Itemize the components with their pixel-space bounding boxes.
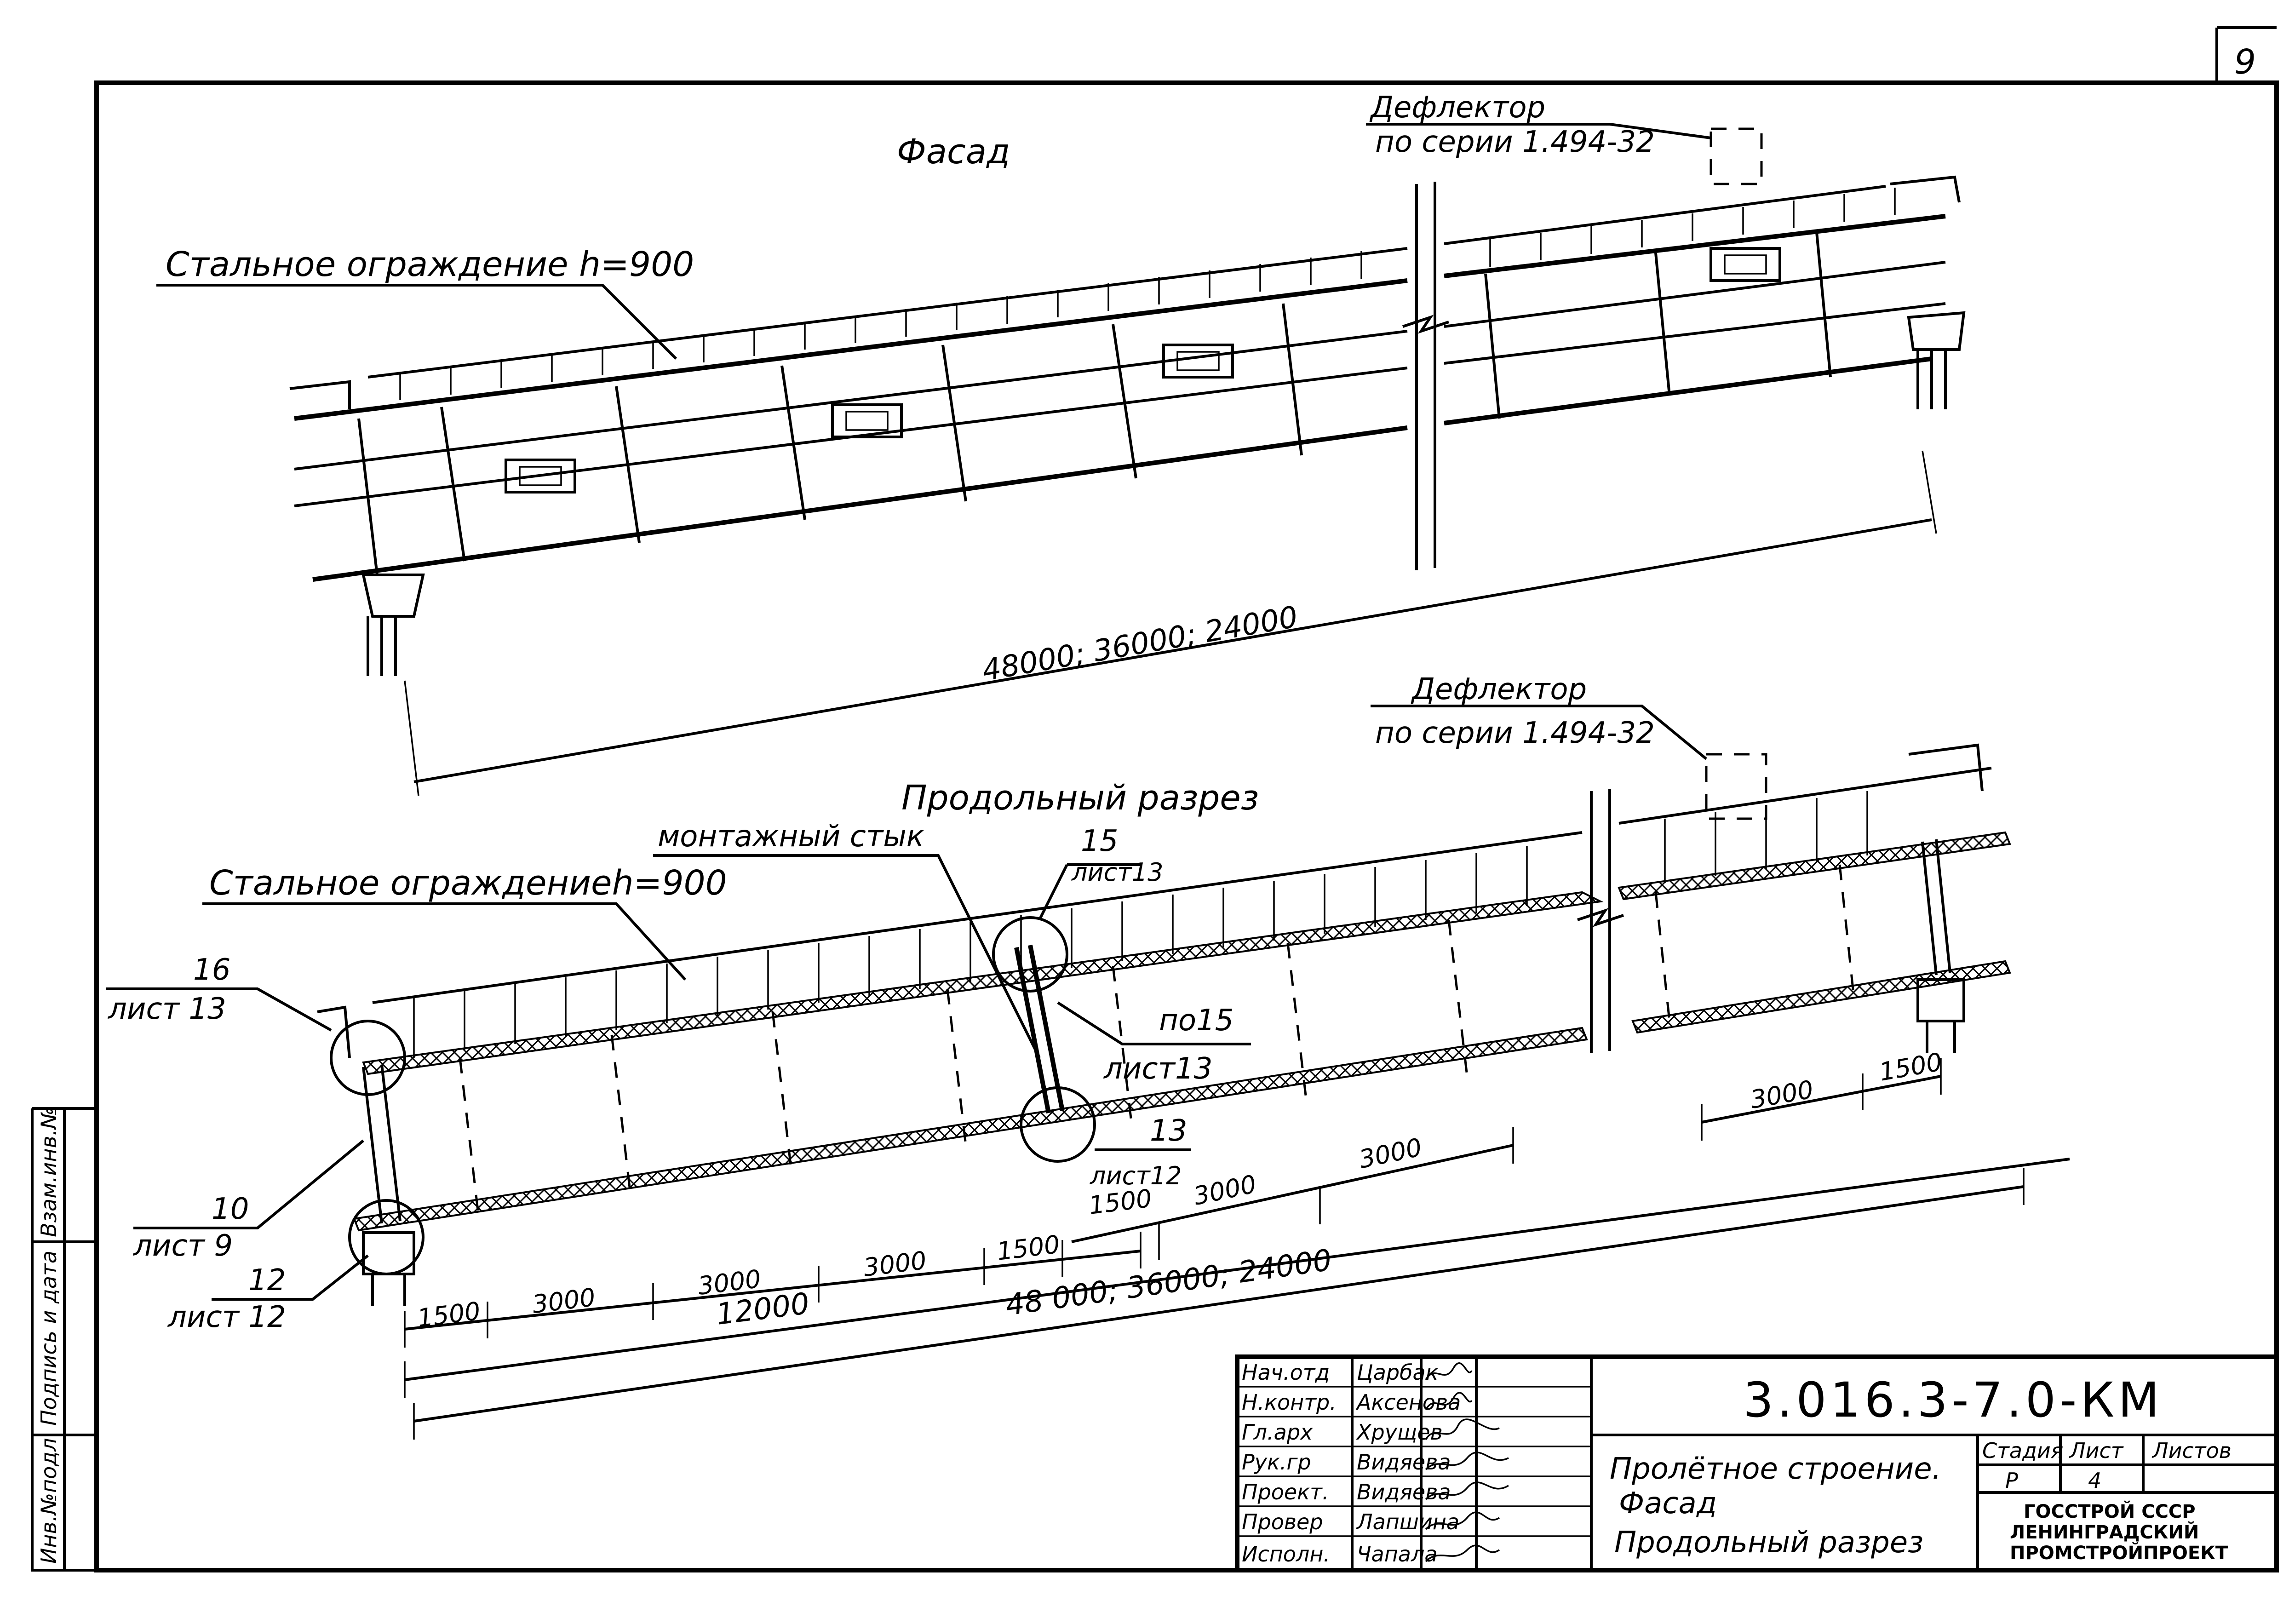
- tb-desc-3: Продольный разрез: [1614, 1526, 1923, 1560]
- section-view: Продольный разрез: [106, 672, 2070, 1440]
- detail-circle-15: [992, 916, 1068, 993]
- side-stamp-sign: Подпись и дата: [36, 1251, 61, 1426]
- section-deflector-title: Дефлектор: [1411, 672, 1587, 706]
- tb-col-sheets: Листов: [2151, 1438, 2232, 1463]
- section-joint-label: монтажный стык: [658, 820, 924, 854]
- tb-role-2: Н.контр.: [1242, 1390, 1337, 1415]
- section-support-right: [1916, 978, 1965, 1053]
- callout-10-sheet: лист 9: [132, 1229, 233, 1263]
- tb-desc-1: Пролётное строение.: [1610, 1452, 1941, 1486]
- facade-support-right: [1907, 311, 1966, 409]
- callout-10-num: 10: [212, 1192, 249, 1226]
- dim-3000-d: 3000: [1191, 1170, 1259, 1211]
- tb-org-1: ГОССТРОЙ СССР: [2024, 1500, 2196, 1522]
- sheet-number: 9: [2234, 42, 2256, 82]
- tb-name-2: Аксенова: [1355, 1390, 1461, 1415]
- facade-view: Фасад: [156, 91, 1966, 796]
- side-stamp: Инв.№подл Подпись и дата Взам.инв.№: [31, 1107, 97, 1572]
- tb-name-3: Хрущев: [1356, 1420, 1443, 1445]
- tb-drawing-code: 3.016.3-7.0-КМ: [1743, 1372, 2163, 1428]
- tb-desc-2: Фасад: [1619, 1486, 1717, 1521]
- callout-13-sheet: лист12: [1090, 1161, 1182, 1190]
- facade-window-4: [1710, 247, 1781, 282]
- tb-name-7: Чапала: [1357, 1542, 1438, 1567]
- callout-12-num: 12: [248, 1263, 286, 1297]
- facade-title: Фасад: [897, 132, 1010, 172]
- facade-railing-label: Стальное ограждение h=900: [166, 245, 694, 284]
- facade-deflector-title: Дефлектор: [1369, 91, 1545, 125]
- tb-role-7: Исполн.: [1242, 1542, 1330, 1567]
- tb-col-sheet: Лист: [2069, 1438, 2124, 1463]
- dim-1500-d: 1500: [1877, 1047, 1944, 1087]
- tb-stage-value: Р: [2005, 1468, 2018, 1493]
- tb-role-1: Нач.отд: [1242, 1360, 1330, 1385]
- title-block: Нач.отд Н.контр. Гл.арх Рук.гр Проект. П…: [1235, 1354, 2279, 1572]
- section-support-left: [362, 1231, 415, 1306]
- callout-13-num: 13: [1150, 1114, 1187, 1148]
- facade-window-1: [505, 459, 576, 494]
- sheet-frame: 9: [63, 26, 2279, 1572]
- facade-deflector: [1710, 127, 1763, 185]
- dim-1500-a: 1500: [416, 1297, 482, 1333]
- section-deflector: [1705, 753, 1767, 820]
- tb-role-4: Рук.гр: [1242, 1450, 1311, 1475]
- facade-support-left: [361, 574, 425, 676]
- tb-org-3: ПРОМСТРОЙПРОЕКТ: [2010, 1542, 2228, 1564]
- dim-3000-a: 3000: [531, 1283, 597, 1319]
- dim-3000-c: 3000: [862, 1246, 928, 1282]
- facade-window-2: [831, 403, 903, 438]
- dim-3000-f: 3000: [1748, 1075, 1815, 1114]
- tb-role-5: Проект.: [1242, 1480, 1329, 1504]
- tb-sheet-value: 4: [2088, 1468, 2101, 1493]
- callout-15-sheet: лист13: [1071, 858, 1163, 887]
- tb-name-5: Видяева: [1357, 1480, 1451, 1504]
- callout-16-sheet: лист 13: [107, 992, 226, 1026]
- detail-circle-13: [1020, 1086, 1096, 1163]
- detail-circle-16: [330, 1020, 406, 1096]
- facade-deflector-series: по серии 1.494-32: [1375, 125, 1655, 159]
- side-stamp-replace: Взам.инв.№: [36, 1107, 61, 1237]
- section-title: Продольный разрез: [901, 778, 1259, 818]
- tb-name-4: Видяева: [1357, 1450, 1451, 1475]
- side-stamp-inv: Инв.№подл: [36, 1438, 61, 1564]
- tb-org-2: ЛЕНИНГРАДСКИЙ: [2010, 1521, 2199, 1543]
- callout-12-sheet: лист 12: [167, 1300, 286, 1334]
- tb-signatures: [1425, 1362, 1509, 1562]
- facade-span-dim: 48000; 36000; 24000: [980, 600, 1300, 688]
- facade-window-3: [1162, 344, 1234, 379]
- section-deflector-series: по серии 1.494-32: [1375, 716, 1655, 750]
- section-railing-label: Стальное ограждениеh=900: [209, 863, 727, 903]
- tb-role-6: Провер: [1242, 1509, 1323, 1534]
- callout-15-num: 15: [1081, 824, 1118, 858]
- callout-16-num: 16: [193, 953, 230, 987]
- tb-col-stage: Стадия: [1982, 1438, 2063, 1463]
- callout-po15-sheet: лист13: [1103, 1052, 1212, 1086]
- detail-circle-12: [348, 1199, 425, 1275]
- tb-name-6: Лапшина: [1356, 1509, 1459, 1534]
- tb-name-1: Царбак: [1357, 1360, 1439, 1385]
- tb-role-3: Гл.арх: [1242, 1420, 1313, 1445]
- callout-po15-num: по15: [1159, 1004, 1233, 1038]
